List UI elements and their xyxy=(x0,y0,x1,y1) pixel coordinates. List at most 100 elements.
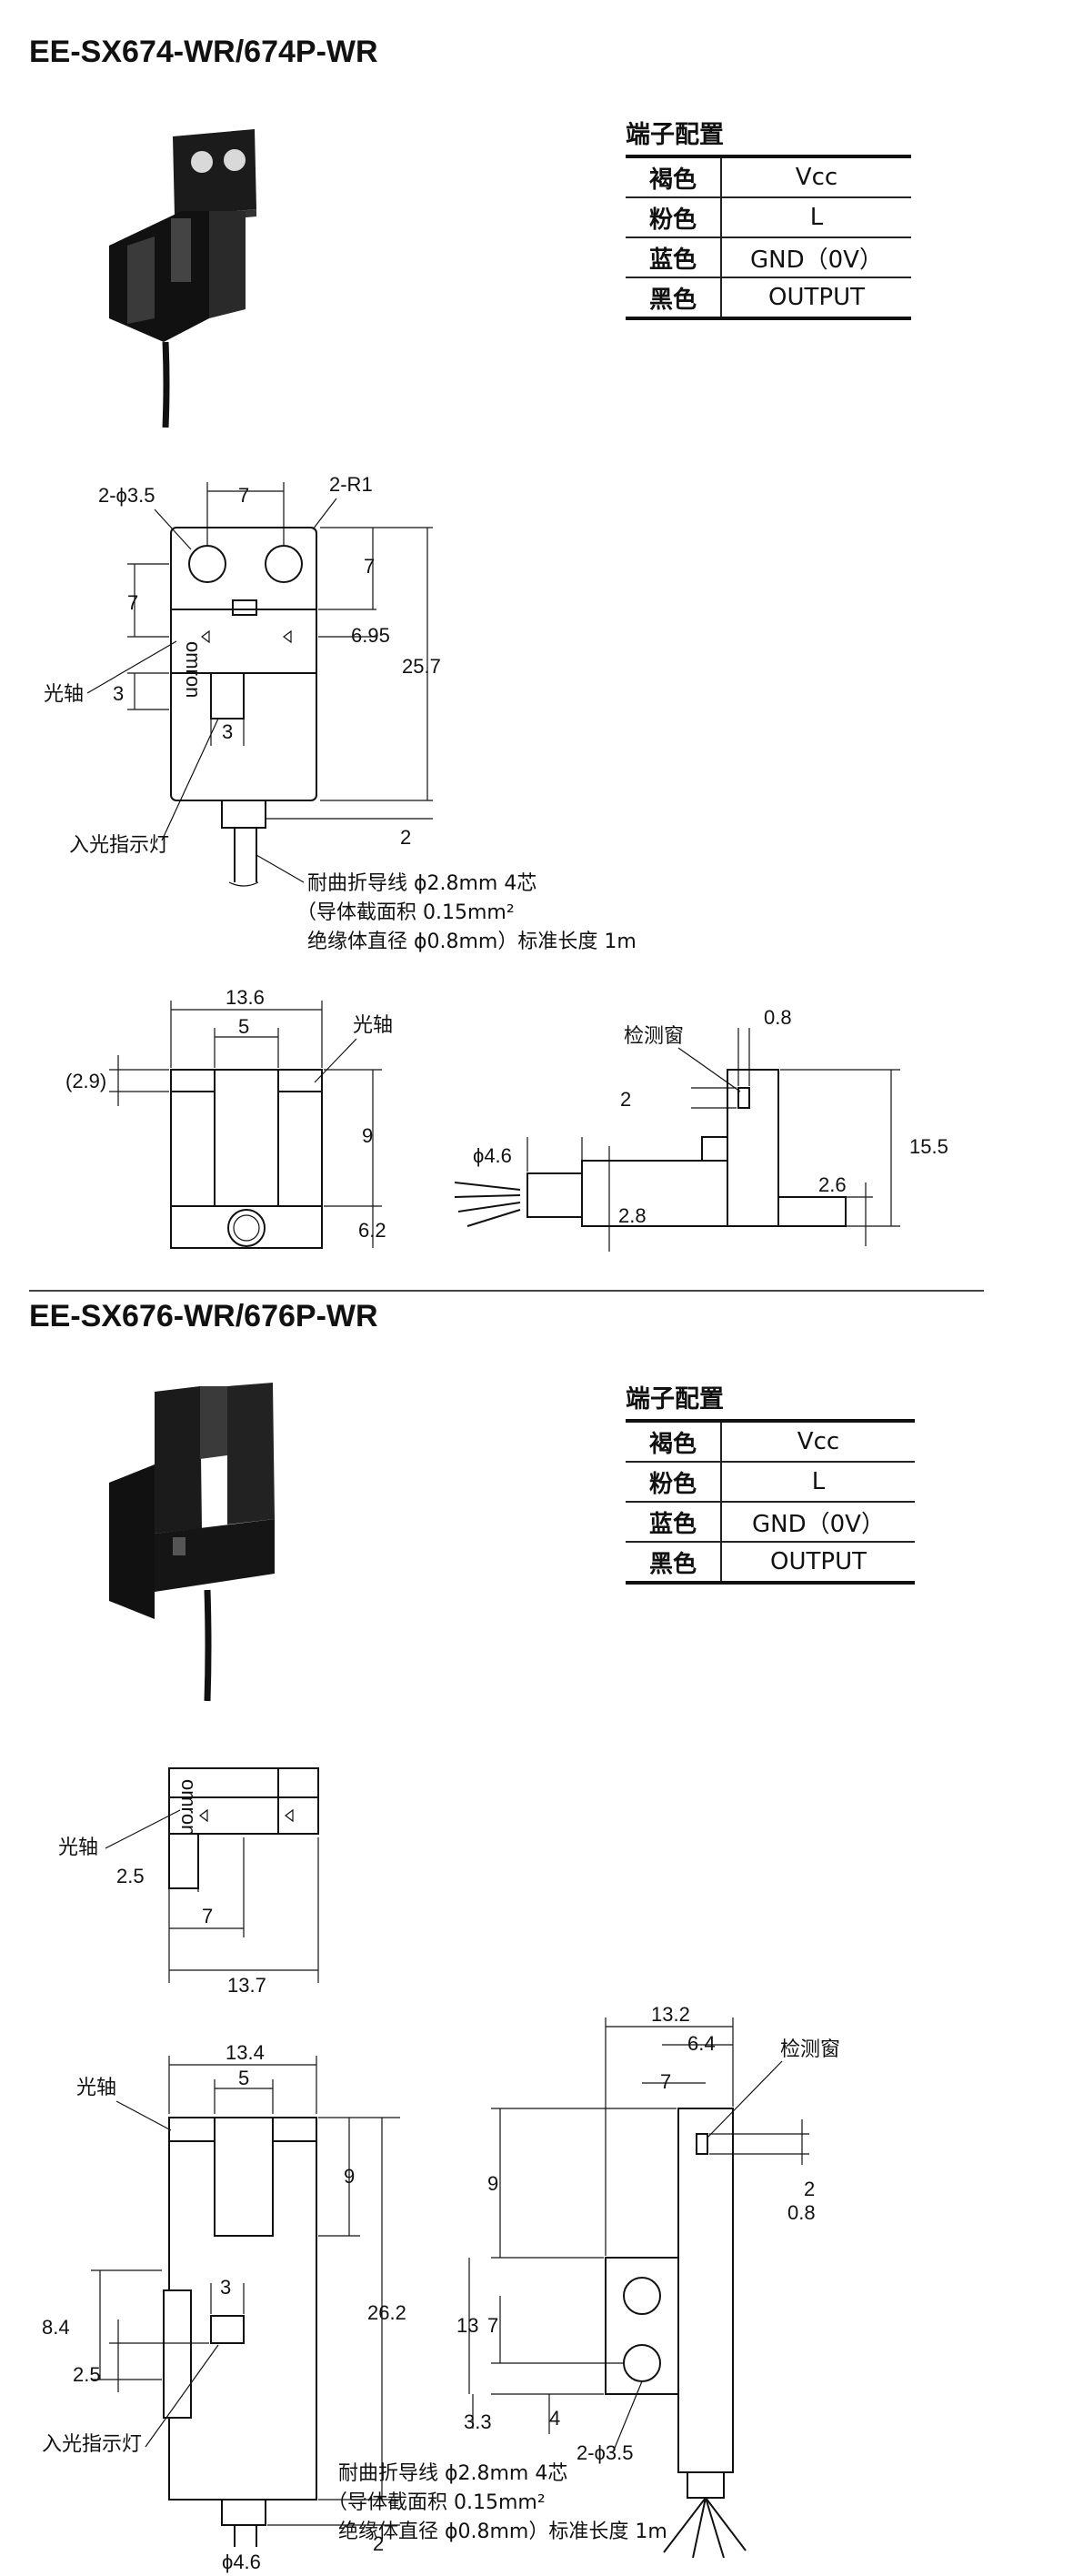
dim-label: 9 xyxy=(344,2165,355,2188)
table-row: 粉色 L xyxy=(626,197,911,238)
cable-note: （导体截面积 0.15mm² xyxy=(327,2491,546,2514)
section-title-676: EE-SX676-WR/676P-WR xyxy=(29,1299,378,1333)
dim-label: 13.6 xyxy=(226,986,265,1009)
dim-label: 2 xyxy=(373,2532,384,2555)
dim-label: 9 xyxy=(487,2172,498,2195)
brand-mark: omron xyxy=(182,641,205,698)
dim-label: 0.8 xyxy=(764,1006,792,1029)
top-view-676: omron 光轴 2.5 7 13.7 xyxy=(58,1767,319,1997)
section-title-674: EE-SX674-WR/674P-WR xyxy=(29,35,378,69)
wire-color: 褐色 xyxy=(626,155,722,198)
side-view-674: 15.5 2.6 0.8 检测窗 2 ϕ4.6 2.8 xyxy=(454,1006,948,1252)
dim-label: 2.5 xyxy=(116,1865,145,1887)
side-view-676: 13.2 6.4 7 检测窗 9 13 7 3.3 4 2 0.8 2-ϕ3.5 xyxy=(456,2003,840,2559)
terminal-table-674: 褐色 Vcc 粉色 L 蓝色 GND（0V） 黑色 OUTPUT xyxy=(626,155,911,320)
dim-label: 4 xyxy=(549,2407,560,2430)
wire-color: 褐色 xyxy=(626,1419,722,1463)
table-row: 褐色 Vcc xyxy=(626,1419,915,1463)
table-row: 褐色 Vcc xyxy=(626,155,911,198)
dim-label: 3 xyxy=(113,682,124,705)
window-label: 检测窗 xyxy=(780,2038,840,2061)
dim-label: ϕ4.6 xyxy=(222,2551,261,2573)
wire-color: 粉色 xyxy=(626,1462,722,1503)
front-view-674: omron 7 2-ϕ3.5 2-R1 25.7 7 6.95 7 3 光轴 3… xyxy=(44,473,637,953)
table-row: 蓝色 GND（0V） xyxy=(626,237,911,278)
optical-axis-label: 光轴 xyxy=(58,1836,98,1859)
terminal-value: OUTPUT xyxy=(721,277,911,320)
dim-label: (2.9) xyxy=(65,1070,106,1092)
terminal-value: GND（0V） xyxy=(721,237,911,278)
dim-label: 13.7 xyxy=(227,1974,266,1997)
dim-label: 5 xyxy=(238,1015,249,1038)
table-row: 黑色 OUTPUT xyxy=(626,1542,915,1585)
bottom-view-674: 13.6 5 (2.9) 9 6.2 光轴 xyxy=(65,986,393,1249)
product-photo-676 xyxy=(109,1383,275,1702)
cable-note: 绝缘体直径 ϕ0.8mm）标准长度 1m xyxy=(338,2521,667,2543)
dim-label: 5 xyxy=(238,2067,249,2089)
terminal-table-676: 褐色 Vcc 粉色 L 蓝色 GND（0V） 黑色 OUTPUT xyxy=(626,1419,915,1585)
dim-label: 3.3 xyxy=(464,2410,492,2433)
dim-label: 2-R1 xyxy=(329,473,373,496)
dim-label: 8.4 xyxy=(42,2316,70,2339)
cable-note: 耐曲折导线 ϕ2.8mm 4芯 xyxy=(307,872,536,895)
dim-label: 25.7 xyxy=(402,655,441,678)
dim-label: 7 xyxy=(487,2314,498,2337)
dim-label: 7 xyxy=(364,555,375,578)
dim-label: 6.95 xyxy=(351,624,390,647)
indicator-label: 入光指示灯 xyxy=(69,834,169,857)
dim-label: 2 xyxy=(620,1088,631,1111)
dim-label: 2-ϕ3.5 xyxy=(98,484,155,507)
dim-label: 7 xyxy=(202,1905,213,1927)
dim-label: 3 xyxy=(222,720,233,743)
dim-label: 6.2 xyxy=(358,1219,386,1242)
cable-note: （导体截面积 0.15mm² xyxy=(296,901,515,924)
table-row: 黑色 OUTPUT xyxy=(626,277,911,320)
dim-label: 2 xyxy=(400,826,411,849)
cable-note: 耐曲折导线 ϕ2.8mm 4芯 xyxy=(338,2462,567,2485)
dim-label: 2-ϕ3.5 xyxy=(577,2441,633,2464)
dim-label: 7 xyxy=(127,591,138,614)
terminal-config-label-674: 端子配置 xyxy=(626,121,724,149)
brand-mark: omron xyxy=(177,1779,200,1836)
table-row: 蓝色 GND（0V） xyxy=(626,1502,915,1543)
dim-label: 9 xyxy=(362,1124,373,1147)
terminal-value: Vcc xyxy=(721,1419,915,1463)
dim-label: 6.4 xyxy=(687,2032,716,2055)
terminal-config-label-676: 端子配置 xyxy=(626,1385,724,1414)
product-photo-674 xyxy=(109,129,256,428)
terminal-value: L xyxy=(721,197,911,238)
dim-label: 0.8 xyxy=(787,2201,816,2224)
cable-note: 绝缘体直径 ϕ0.8mm）标准长度 1m xyxy=(307,931,637,953)
terminal-value: GND（0V） xyxy=(721,1502,915,1543)
dim-label: 2 xyxy=(804,2178,815,2200)
window-label: 检测窗 xyxy=(624,1025,684,1048)
dim-label: 2.5 xyxy=(73,2363,101,2386)
dim-label: 13.4 xyxy=(226,2041,265,2064)
terminal-value: OUTPUT xyxy=(721,1542,915,1585)
front-view-676: 13.4 5 光轴 9 3 8.4 2.5 26.2 2 入光指示灯 ϕ4.6 xyxy=(42,2041,406,2573)
dim-label: 2.8 xyxy=(618,1204,647,1227)
optical-axis-label: 光轴 xyxy=(76,2077,116,2099)
dim-label: 15.5 xyxy=(909,1135,948,1158)
dim-label: 7 xyxy=(660,2070,671,2093)
dim-label: 13 xyxy=(456,2314,478,2337)
wire-color: 粉色 xyxy=(626,197,722,238)
indicator-label: 入光指示灯 xyxy=(42,2433,142,2456)
wire-color: 黑色 xyxy=(626,277,722,320)
wire-color: 蓝色 xyxy=(626,1502,722,1543)
dim-label: 7 xyxy=(238,484,249,507)
wire-color: 黑色 xyxy=(626,1542,722,1585)
table-row: 粉色 L xyxy=(626,1462,915,1503)
dim-label: ϕ4.6 xyxy=(473,1144,512,1167)
dim-label: 2.6 xyxy=(818,1173,847,1196)
section-divider xyxy=(29,1290,984,1292)
dim-label: 3 xyxy=(220,2276,231,2299)
terminal-value: L xyxy=(721,1462,915,1503)
dim-label: 13.2 xyxy=(651,2003,690,2026)
dim-label: 26.2 xyxy=(367,2301,406,2324)
cable-note-676: 耐曲折导线 ϕ2.8mm 4芯 （导体截面积 0.15mm² 绝缘体直径 ϕ0.… xyxy=(327,2462,667,2543)
optical-axis-label: 光轴 xyxy=(353,1014,393,1037)
wire-color: 蓝色 xyxy=(626,237,722,278)
terminal-value: Vcc xyxy=(721,155,911,198)
optical-axis-label: 光轴 xyxy=(44,683,84,706)
